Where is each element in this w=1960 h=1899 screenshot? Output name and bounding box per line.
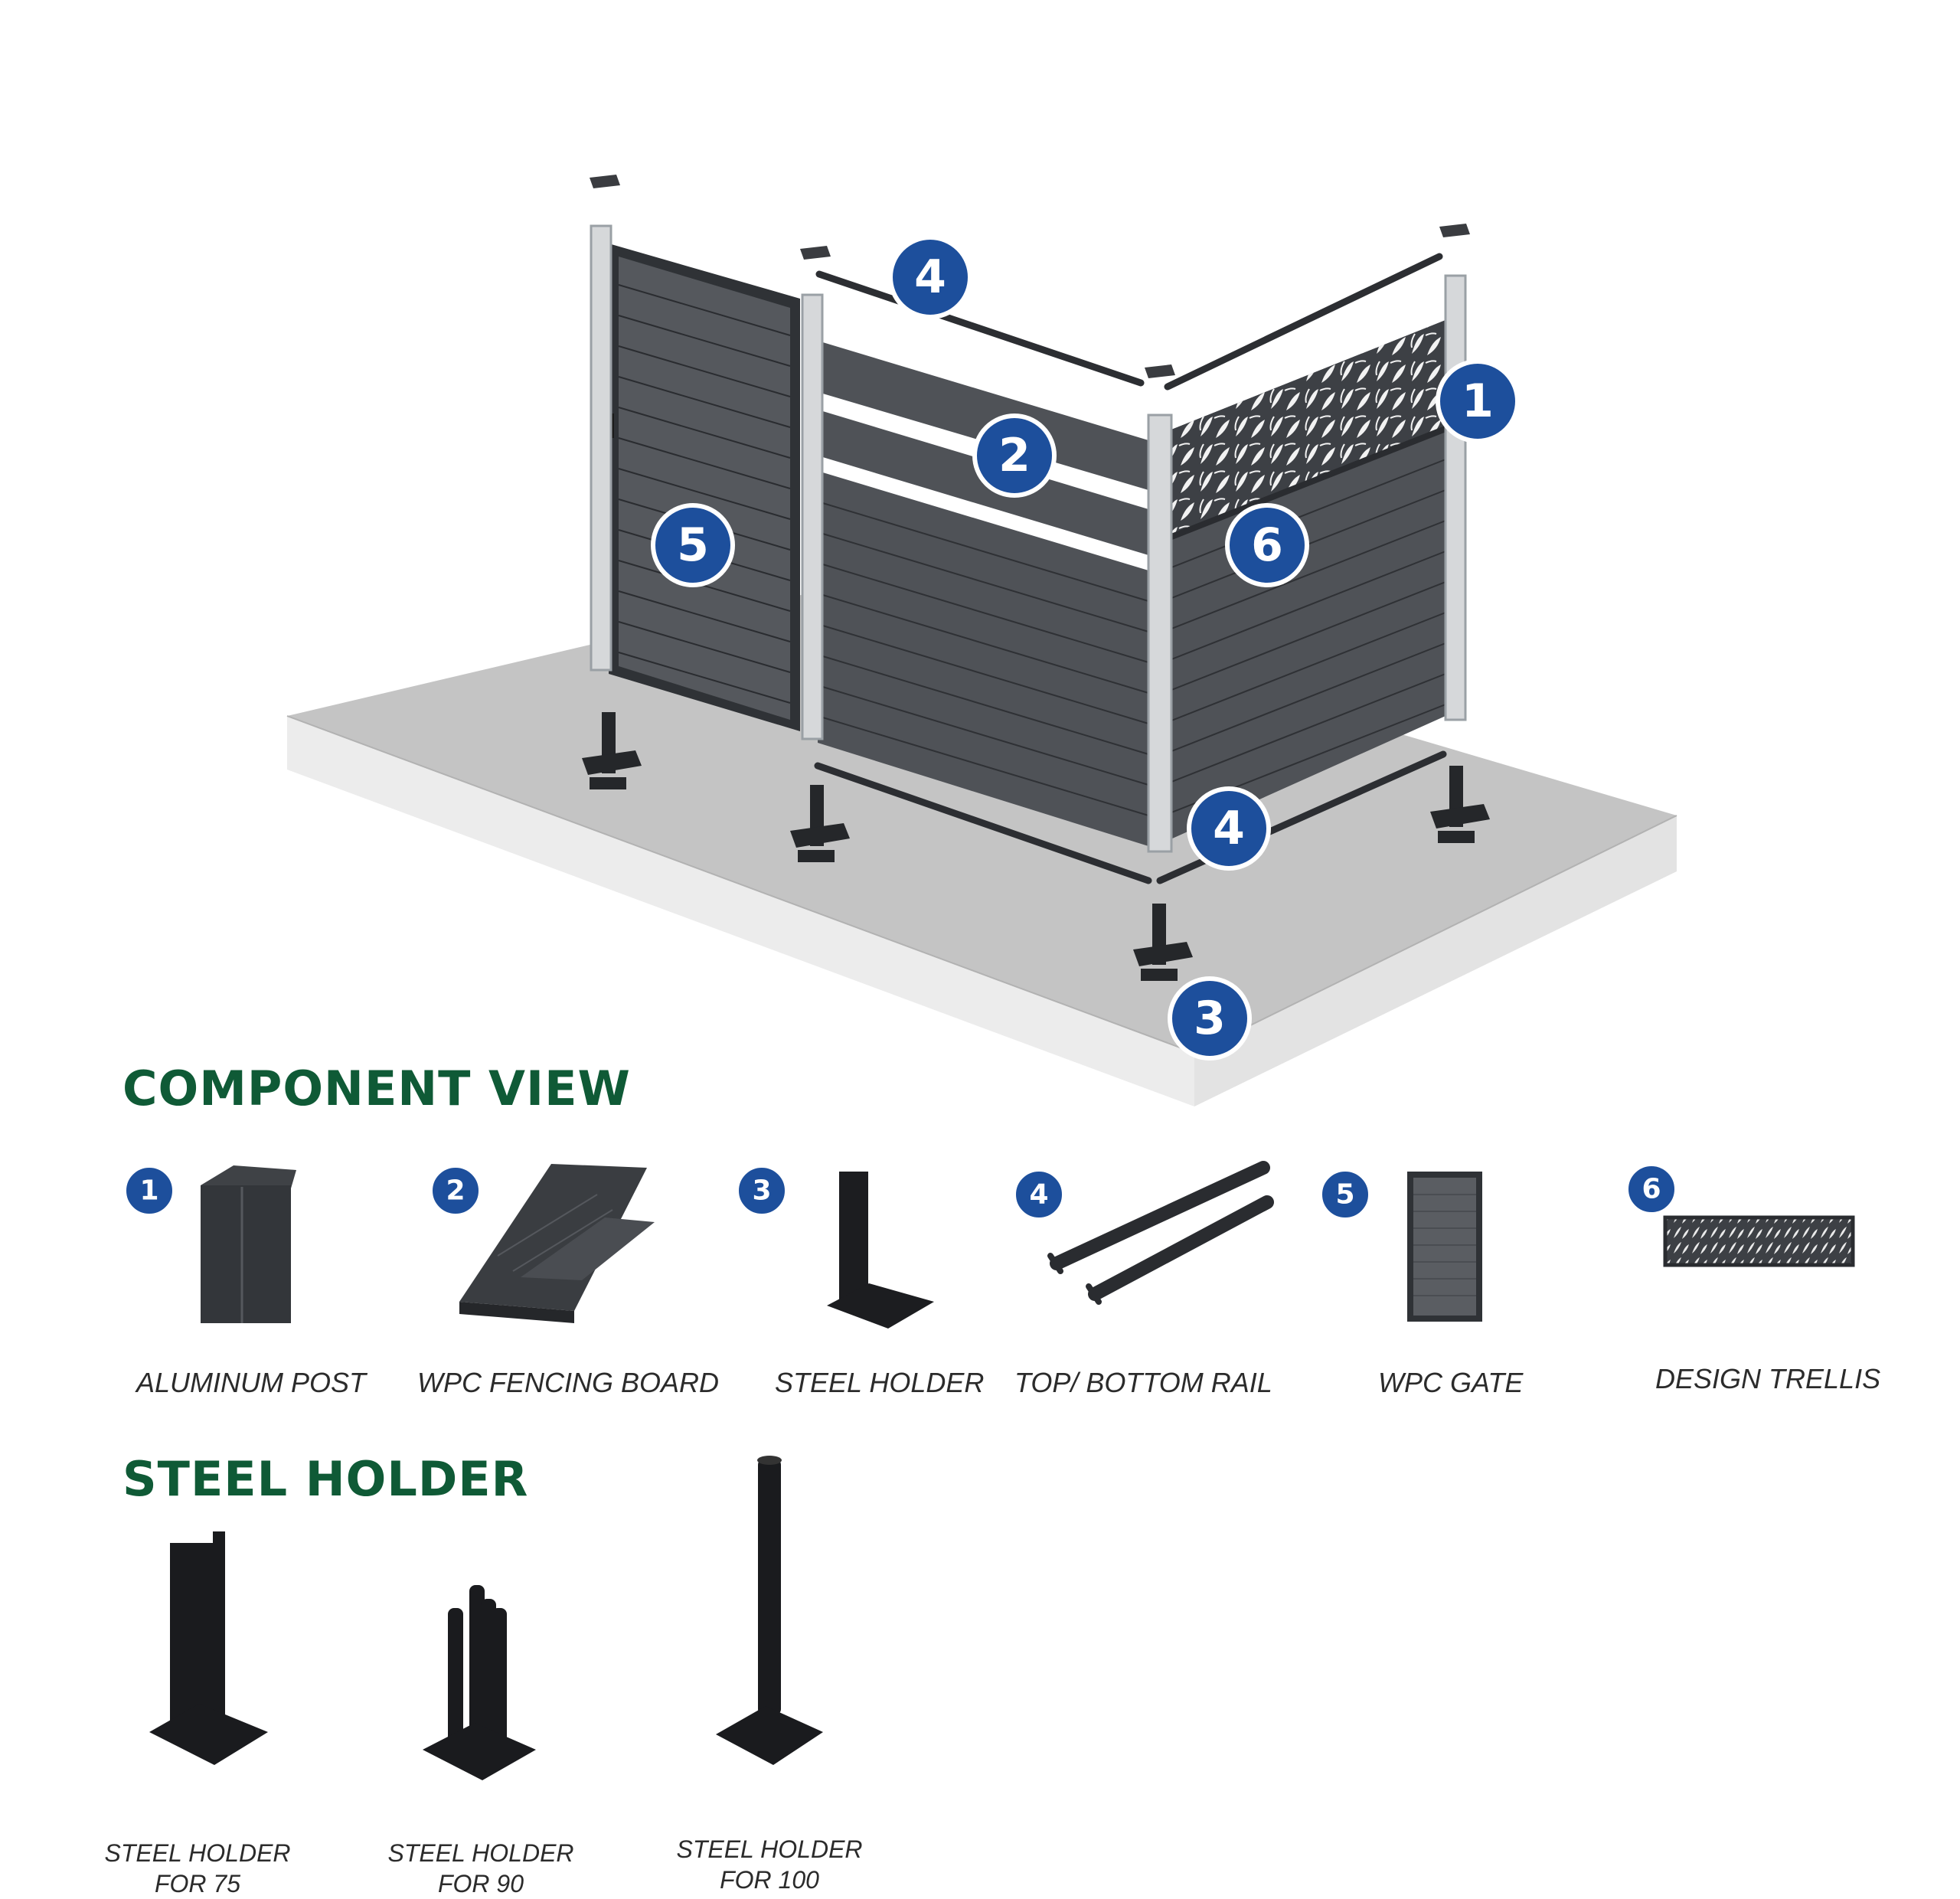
svg-text:1: 1 xyxy=(139,1175,158,1207)
component-steel-holder: 3 xyxy=(736,1165,934,1329)
callout-badge-1: 1 xyxy=(1436,359,1520,443)
top-rails xyxy=(815,253,1443,391)
caption-steel-holder: STEEL HOLDER xyxy=(775,1367,985,1398)
callout-badge-5: 5 xyxy=(651,503,735,587)
svg-text:5: 5 xyxy=(677,518,709,572)
component-aluminum-post: 1 xyxy=(123,1165,296,1323)
post-caps xyxy=(590,175,1470,378)
right-fence-panel xyxy=(1162,320,1447,842)
component-view-row: 1 2 3 xyxy=(123,1161,1855,1329)
svg-text:2: 2 xyxy=(998,429,1031,482)
steel-holder-heading: STEEL HOLDER xyxy=(122,1451,529,1507)
svg-text:4: 4 xyxy=(1029,1179,1048,1211)
concrete-base xyxy=(286,578,1677,1106)
aluminum-posts xyxy=(590,224,1467,853)
svg-text:3: 3 xyxy=(1194,992,1226,1045)
gate-icon xyxy=(1407,1172,1482,1322)
component-view-heading: COMPONENT VIEW xyxy=(122,1061,631,1116)
caption-trellis: DESIGN TRELLIS xyxy=(1655,1363,1881,1394)
svg-text:1: 1 xyxy=(1462,374,1494,428)
callout-badge-6: 6 xyxy=(1225,503,1309,587)
callout-badge-2: 2 xyxy=(972,413,1057,498)
component-wpc-board: 2 xyxy=(430,1164,655,1323)
callout-badge-3: 3 xyxy=(1168,976,1252,1061)
steel-holder-icon xyxy=(827,1172,934,1329)
callout-badge-4-bottom: 4 xyxy=(1187,786,1271,871)
caption-aluminum-post: ALUMINUM POST xyxy=(136,1367,367,1398)
wpc-board-icon xyxy=(459,1164,655,1323)
aluminum-post-icon xyxy=(201,1165,296,1323)
steel-holder-100-icon xyxy=(716,1456,823,1765)
isometric-fence-illustration: 4 2 5 1 6 4 3 xyxy=(286,175,1677,1106)
gate-panel xyxy=(609,244,800,731)
callout-badge-4-top: 4 xyxy=(888,235,972,319)
caption-gate: WPC GATE xyxy=(1378,1367,1524,1398)
svg-text:4: 4 xyxy=(914,250,946,304)
component-rail: 4 xyxy=(1013,1161,1274,1305)
rail-icon xyxy=(1047,1161,1274,1305)
svg-text:6: 6 xyxy=(1251,518,1283,572)
steel-holder-75-icon xyxy=(149,1531,268,1765)
middle-fence-panel xyxy=(817,341,1149,846)
trellis-icon xyxy=(1663,1215,1855,1267)
svg-text:5: 5 xyxy=(1335,1179,1354,1211)
svg-text:2: 2 xyxy=(446,1175,465,1207)
steel-holder-variants xyxy=(149,1456,823,1780)
steel-holder-90-icon xyxy=(423,1585,536,1780)
svg-text:4: 4 xyxy=(1213,802,1245,855)
svg-text:6: 6 xyxy=(1642,1174,1661,1205)
base-steel-holders xyxy=(582,712,1490,981)
component-gate: 5 xyxy=(1319,1168,1482,1322)
component-trellis: 6 xyxy=(1625,1163,1855,1267)
caption-rail: TOP/ BOTTOM RAIL xyxy=(1014,1367,1272,1398)
svg-text:3: 3 xyxy=(752,1175,771,1207)
caption-wpc-board: WPC FENCING BOARD xyxy=(417,1367,720,1398)
